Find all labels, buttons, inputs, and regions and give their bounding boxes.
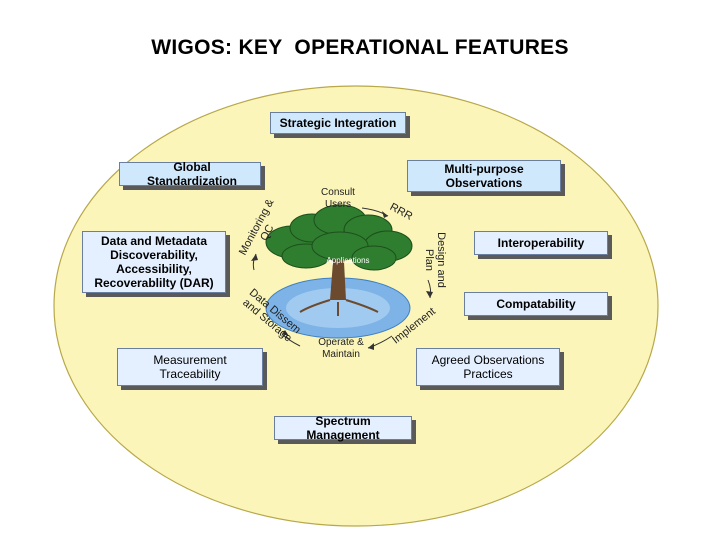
measurement-traceability-box: Measurement Traceability	[117, 348, 263, 386]
global-standardization-box: Global Standardization	[119, 160, 261, 188]
operate-maintain-label: Operate & Maintain	[318, 337, 364, 360]
multi-purpose-observations-box: Multi-purpose Observations	[407, 160, 561, 192]
design-and-plan-label: Design and Plan	[423, 232, 447, 288]
compatability-box: Compatability	[464, 292, 608, 316]
strategic-integration-label: Strategic Integration	[279, 116, 397, 130]
multi-purpose-observations-label: Multi-purpose Observations	[444, 162, 524, 190]
page-title: WIGOS: KEY OPERATIONAL FEATURES	[151, 36, 569, 59]
tree-canopy	[265, 204, 413, 271]
data-metadata-box: Data and Metadata Discoverability, Acces…	[82, 231, 226, 293]
consult-users-label: Consult Users	[321, 187, 355, 210]
arrow-operate-to-data	[281, 333, 301, 347]
interoperability-box: Interoperability	[474, 231, 608, 255]
tree-applications-label: Applications	[326, 256, 370, 265]
spectrum-management-label: Spectrum Management	[306, 414, 380, 442]
strategic-integration-box: Strategic Integration	[270, 112, 406, 134]
spectrum-management-box: Spectrum Management	[274, 414, 412, 442]
agreed-observations-practices-label: Agreed Observations Practices	[431, 353, 545, 381]
measurement-traceability-label: Measurement Traceability	[153, 353, 227, 381]
global-standardization-label: Global Standardization	[146, 160, 237, 188]
compatability-label: Compatability	[496, 297, 576, 311]
agreed-observations-practices-box: Agreed Observations Practices	[416, 348, 560, 386]
interoperability-label: Interoperability	[497, 236, 585, 250]
data-metadata-label: Data and Metadata Discoverability, Acces…	[94, 234, 214, 290]
